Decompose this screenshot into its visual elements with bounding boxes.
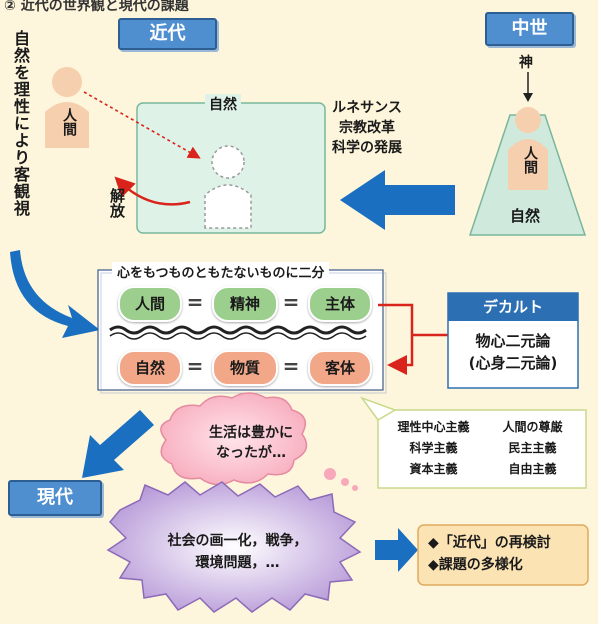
era-label-medieval: 中世 bbox=[485, 12, 574, 46]
equals-sign: = bbox=[186, 290, 204, 314]
issues-list: ◆「近代」の再検討 ◆課題の多様化 bbox=[428, 532, 583, 576]
ideology-item: 資本主義 bbox=[409, 462, 458, 476]
liberation-arrow bbox=[114, 176, 191, 206]
equals-sign: = bbox=[282, 354, 300, 378]
theory-line: 物心二元論 bbox=[475, 332, 551, 350]
transition-event: 宗教改革 bbox=[339, 120, 395, 136]
transition-events: ルネサンス 宗教改革 科学の発展 bbox=[312, 98, 422, 158]
ideology-item: 自由主義 bbox=[508, 462, 557, 476]
to-issues-arrow bbox=[375, 528, 418, 572]
pill-matter: 物質 bbox=[212, 350, 278, 386]
descartes-name: デカルト bbox=[482, 298, 543, 316]
pill-subject: 主体 bbox=[308, 286, 372, 322]
descartes-theory: 物心二元論 (心身二元論) bbox=[448, 330, 578, 374]
equals-sign: = bbox=[186, 354, 204, 378]
problems-line: 環境問題，… bbox=[195, 555, 280, 571]
bubble-line: 生活は豊かに bbox=[209, 425, 293, 441]
medieval-person-figure bbox=[508, 107, 548, 190]
liberation-label: 解放 bbox=[108, 188, 126, 218]
transition-event: 科学の発展 bbox=[332, 140, 402, 156]
era-label-modern: 近代 bbox=[118, 18, 217, 50]
ideologies-grid: 理性中心主義 人間の尊厳 科学主義 民主主義 資本主義 自由主義 bbox=[384, 418, 582, 477]
ideologies-box bbox=[377, 409, 587, 489]
ideology-item: 科学主義 bbox=[409, 441, 458, 455]
pill-nature: 自然 bbox=[118, 350, 182, 386]
ideology-item: 民主主義 bbox=[508, 441, 557, 455]
problems-line: 社会の画一化，戦争， bbox=[167, 533, 308, 549]
observation-arrow bbox=[83, 91, 201, 159]
thought-bubble bbox=[160, 392, 308, 486]
modern-person-figure bbox=[45, 67, 89, 148]
issue-item: ◆課題の多様化 bbox=[428, 557, 523, 573]
down-curve-arrow bbox=[10, 250, 100, 338]
medieval-god-label: 神 bbox=[519, 55, 533, 71]
dashed-person-figure bbox=[204, 145, 252, 229]
ideology-item: 理性中心主義 bbox=[397, 420, 470, 434]
medieval-person-label: 人間 bbox=[522, 146, 538, 174]
bubble-text: 生活は豊かに なったが… bbox=[186, 423, 316, 463]
pill-spirit: 精神 bbox=[212, 286, 278, 322]
theory-line: (心身二元論) bbox=[468, 354, 558, 372]
modern-person-label: 人間 bbox=[61, 108, 77, 136]
pill-human: 人間 bbox=[118, 286, 182, 322]
transition-event: ルネサンス bbox=[332, 100, 402, 116]
transition-arrow bbox=[340, 170, 455, 230]
problems-burst bbox=[106, 481, 362, 613]
pill-object: 客体 bbox=[308, 350, 372, 386]
header-title: ② 近代の世界観と現代の課題 bbox=[4, 0, 189, 14]
issue-item: ◆「近代」の再検討 bbox=[428, 535, 551, 551]
dualism-title: 心をもつものともたないものに二分 bbox=[112, 262, 330, 281]
ideology-item: 人間の尊厳 bbox=[502, 420, 563, 434]
nature-box-title: 自然 bbox=[205, 94, 241, 114]
issues-box bbox=[417, 524, 589, 586]
equals-sign: = bbox=[282, 290, 300, 314]
to-contemporary-arrow bbox=[82, 410, 154, 478]
problems-text: 社会の画一化，戦争， 環境問題，… bbox=[140, 530, 335, 574]
wavy-divider bbox=[109, 325, 367, 335]
vertical-note: 自然を理性により客観視 bbox=[11, 30, 30, 217]
medieval-nature-label: 自然 bbox=[510, 207, 541, 225]
era-label-contemporary: 現代 bbox=[8, 480, 102, 516]
bubble-line: なったが… bbox=[216, 445, 286, 461]
